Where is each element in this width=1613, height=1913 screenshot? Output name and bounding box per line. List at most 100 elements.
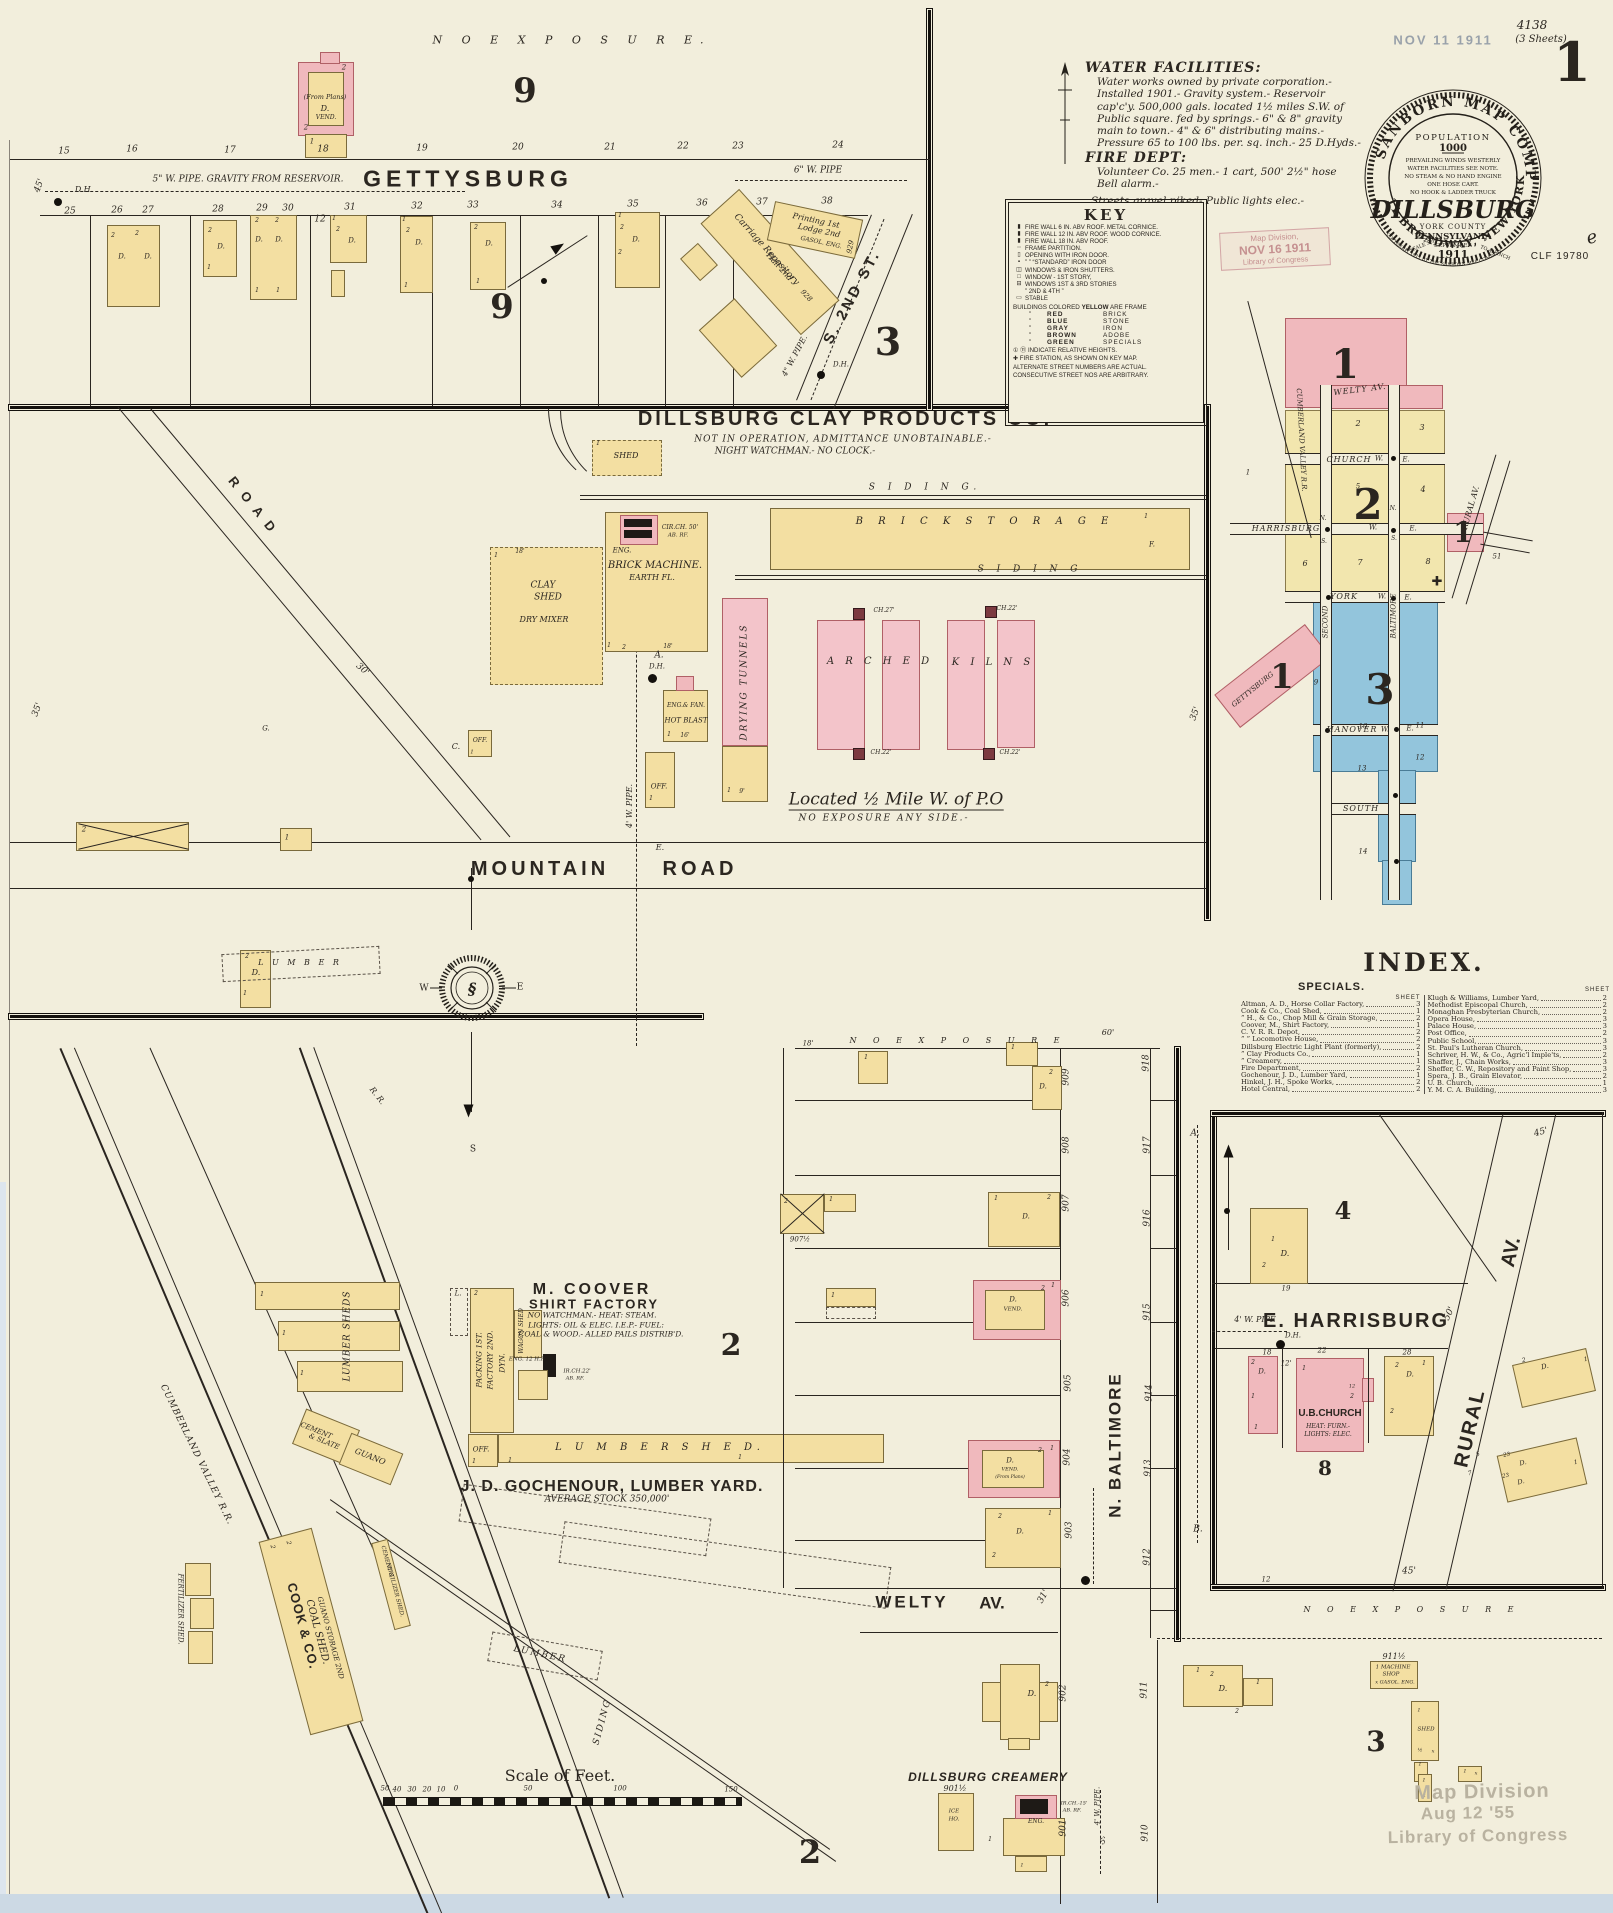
lbl-dw: 1: [207, 264, 211, 271]
lot-div: [520, 215, 521, 406]
lbl-hotblast: HOT BLAST: [664, 716, 708, 725]
lbl-inset-2: 2: [1353, 480, 1383, 529]
lbl-ubc-3: LIGHTS: ELEC.: [1304, 1431, 1352, 1438]
index-row: Dillsburg Electric Light Plant (formerly…: [1241, 1042, 1421, 1051]
lbl-pipe-4w-b: 4' W. PIPE.: [625, 783, 634, 829]
lbl-dw: D.: [118, 252, 126, 261]
lbl-yd8: 2: [1390, 1408, 1394, 1415]
lbl-e-harrisburg: E. HARRISBURG: [1262, 1310, 1450, 1332]
index-row: Post Office,2: [1427, 1029, 1608, 1038]
bldg: [1183, 1665, 1243, 1707]
kiln: [997, 620, 1035, 748]
chimney: [853, 748, 865, 760]
seal-fact-2: WATER FACILITIES SEE NOTE.: [1407, 166, 1499, 172]
lbl-em-7: 7: [1467, 1469, 1473, 1478]
bldg-coover-main: [470, 1288, 514, 1433]
inset-street-h: [1313, 724, 1438, 736]
lbl-dw: D.: [255, 235, 263, 244]
lbl-q1-1: 1: [1271, 1236, 1275, 1243]
lbl-hb-16: 16': [680, 732, 690, 739]
lbl-inset-firestation: ✚: [1431, 573, 1443, 589]
key-colors-intro: BUILDINGS COLORED YELLOW ARE FRAME: [1013, 304, 1147, 312]
index-row: U. B. Church,1: [1427, 1079, 1608, 1088]
lbl-dm-2: 2: [245, 953, 249, 960]
eharr-south-line: [1215, 1348, 1448, 1349]
key-row: □WINDOW - 1ST STORY,: [1013, 274, 1199, 281]
lbl-dw: 1: [332, 215, 336, 222]
lbl-pw-1: 1: [1050, 1445, 1054, 1452]
lbl-hn-904: 904: [1062, 1448, 1073, 1466]
lbl-inset-harrisburg: HARRISBURG: [1251, 524, 1321, 533]
key-row: ▮FIRE WALL 6 IN. ABV ROOF. METAL CORNICE…: [1013, 224, 1199, 231]
lbl-hn-902: 902: [1058, 1684, 1069, 1702]
lbl-rr: R. R.: [367, 1085, 388, 1107]
lbl-inset-hanover: HANOVER: [1326, 725, 1378, 734]
lbl-c: C.: [451, 742, 461, 751]
seal-fact-5: NO HOOK & LADDER TRUCK: [1410, 190, 1497, 196]
lbl-coover-4: LIGHTS: OIL & ELEC. I.E.P.- FUEL:: [528, 1320, 664, 1330]
lbl-12ft: 12': [1280, 1359, 1292, 1368]
bldg: [320, 52, 340, 64]
lbl-dw: D.: [415, 238, 423, 247]
bldg: [308, 72, 344, 126]
lbl-compass-s: S: [469, 1144, 477, 1155]
lbl-sm-xb: x: [1422, 1792, 1426, 1799]
lbl-dw: 1: [276, 287, 280, 294]
border-mid-right: [1206, 406, 1209, 919]
lbl-sheet-number: 1: [1553, 30, 1591, 94]
lbl-cr-1: 1: [988, 1836, 992, 1843]
lbl-bd-d: D.: [1218, 1684, 1228, 1693]
bldg: [1243, 1678, 1273, 1706]
lbl-irch22: IR.CH.22': [563, 1368, 591, 1375]
fire-dept-title: FIRE DEPT:: [1085, 149, 1188, 166]
bldg: [1418, 1774, 1432, 1802]
bldg: [330, 215, 367, 263]
lbl-hn-907: 907: [1061, 1194, 1072, 1212]
lbl-dw: 1: [255, 287, 259, 294]
lbl-inset-s1: S.: [1321, 538, 1327, 545]
lbl-hw-3sheets: (3 Sheets): [1515, 34, 1567, 45]
bldg: [722, 746, 768, 802]
lbl-inset-chw: W.: [1374, 454, 1384, 463]
inset-dot: [1325, 527, 1330, 532]
dh-dot-mid: [648, 674, 657, 683]
lbl-siding-1: S I D I N G.: [868, 482, 982, 493]
lbl-clay-sub2: NIGHT WATCHMAN.- NO CLOCK.-: [714, 446, 876, 457]
inset-street-v: [1320, 385, 1332, 900]
lbl-coover-3: NO WATCHMAN.- HEAT: STEAM.: [527, 1310, 657, 1320]
lbl-block3-br: 3: [1366, 1725, 1386, 1758]
lbl-lot-35: 35: [627, 199, 639, 210]
lot-tick: [1150, 1610, 1176, 1611]
lbl-inset-n-5: 5: [1355, 482, 1361, 491]
lbl-hw-e: e: [1584, 225, 1600, 250]
lbl-inset-n2: N.: [1389, 505, 1397, 512]
lbl-gochenour: J. D. GOCHENOUR, LUMBER YARD.: [460, 1478, 764, 1495]
lbl-road-20: 20: [512, 142, 524, 153]
lbl-dw: 2: [275, 217, 279, 224]
gochenour-west-line: [783, 1048, 784, 1588]
border-bl-right: [1176, 1048, 1179, 1640]
lbl-em-5: 5: [1475, 1450, 1481, 1459]
lbl-ref-a: A.: [654, 650, 664, 661]
inset-street-h: [1285, 591, 1445, 603]
lbl-hn-903: 903: [1064, 1521, 1075, 1539]
below-box-vert: [1157, 1640, 1158, 1903]
lbl-cr-1b: 1: [1020, 1862, 1024, 1869]
lbl-inset-n-13: 13: [1357, 764, 1367, 773]
lbl-shed1-1: 1: [596, 440, 600, 447]
lbl-fert-shed: FERTILIZER SHED.: [176, 1573, 185, 1645]
lbl-block2-coover: 2: [720, 1328, 742, 1363]
loc-received-stamp: Map Division, NOV 16 1911 Library of Con…: [1219, 227, 1331, 271]
index-row: Spera, J. B., Grain Elevator,2: [1427, 1072, 1608, 1081]
bldg: [514, 1310, 542, 1358]
dh-dot-1: [54, 198, 62, 206]
lbl-bd-2b: 2: [1235, 1708, 1239, 1715]
bldg: [470, 222, 506, 290]
key-row: ▮FIRE WALL 18 IN. ABV ROOF.: [1013, 238, 1199, 245]
seal-month: SEPTEMBER: [1434, 243, 1472, 249]
lbl-dw: 1: [476, 278, 480, 285]
lbl-bd-1b: 1: [1256, 1679, 1260, 1686]
lbl-hn-916: 916: [1142, 1209, 1153, 1227]
lbl-q1-19: 19: [1281, 1284, 1291, 1293]
